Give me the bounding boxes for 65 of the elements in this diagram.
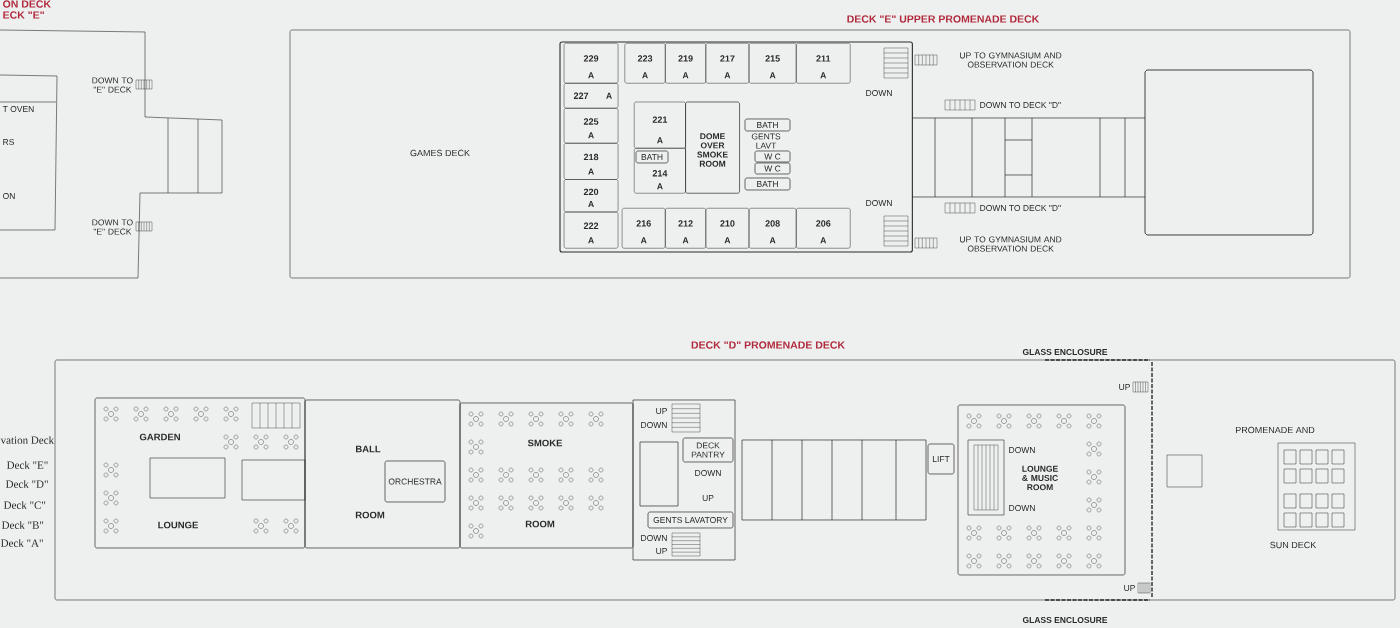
room-box: DECK PANTRY (682, 437, 734, 463)
cabin-box: 218 A (563, 143, 619, 180)
room-box: BATH (744, 177, 791, 191)
room-box: DOME OVER SMOKE ROOM (685, 101, 740, 194)
room-box: LIFT (927, 443, 955, 475)
room-box: ORCHESTRA (384, 460, 446, 503)
stair-label: UP (1119, 384, 1130, 390)
node-label: DECK "D" PROMENADE DECK (691, 341, 845, 349)
cabin-box: 208 A (748, 208, 797, 249)
room-box: W C (754, 162, 791, 175)
cabin-box: 219 A (665, 43, 707, 84)
cabin-box: 210 A (705, 208, 750, 249)
cabin-box: 225 A (563, 108, 619, 144)
stair-label: DOWN TO DECK "D" (980, 205, 1061, 211)
stair-label: DOWN (641, 535, 667, 541)
cabin-box: 215 A (748, 43, 797, 84)
cabin-box: 211 A (796, 43, 851, 84)
node-label: DECK "E" UPPER PROMENADE DECK (847, 15, 1040, 23)
room-label: RS (3, 139, 15, 145)
deck-list-item: Deck "A" (0, 539, 43, 547)
room-box: SMOKE ROOM (459, 402, 634, 549)
cabin-box: 229 A (563, 43, 619, 84)
cabin-box: 216 A (621, 208, 666, 249)
deck-list-item: Deck "E" (6, 461, 48, 469)
room-label: GENTS LAVT (751, 133, 781, 149)
open-deck-area: PROMENADE AND SUN DECK (1236, 426, 1317, 549)
deck-list-item: Deck "D" (5, 480, 48, 488)
deck-list-item: Deck "B" (1, 521, 44, 529)
deck-house-outline (559, 41, 913, 253)
stair-label: DOWN (1009, 505, 1035, 511)
cabin-box: 221 A (634, 101, 686, 149)
stair-label: DOWN (641, 422, 667, 428)
stair-label: UP TO GYMNASIUM AND OBSERVATION DECK (960, 236, 1062, 252)
stair-label: UP (1124, 585, 1135, 591)
room-box: GENTS LAVATORY (647, 511, 734, 529)
stair-label: DOWN TO DECK "D" (980, 102, 1061, 108)
cabin-box: 206 A (796, 208, 851, 249)
stair-label: UP (656, 408, 667, 414)
cabin-box: 222 A (563, 211, 619, 249)
enclosure-label: GLASS ENCLOSURE (1022, 349, 1108, 355)
stair-label: DOWN TO "E" DECK (92, 77, 133, 93)
room-box: GARDEN LOUNGE (94, 397, 306, 549)
deck-list-item: Deck "C" (3, 501, 46, 509)
deck-heading: ECK "E" (3, 11, 44, 19)
room-label: ON (3, 193, 15, 199)
stair-label: DOWN (866, 90, 892, 96)
stair-label: DOWN (695, 470, 721, 476)
deck-list-item: vation Deck (0, 436, 55, 444)
stair-label: UP (656, 548, 667, 554)
room-box: BATH (635, 150, 669, 164)
stair-label: UP TO GYMNASIUM AND OBSERVATION DECK (960, 52, 1062, 68)
enclosure-label: GLASS ENCLOSURE (1022, 617, 1108, 623)
cabin-box: 223 A (624, 43, 666, 84)
room-label: T OVEN (2, 106, 34, 112)
stair-label: DOWN (866, 200, 892, 206)
stair-label: DOWN (1009, 447, 1035, 453)
cabin-box: 227 A (563, 83, 619, 109)
cabin-box: 212 A (665, 208, 707, 249)
cabin-box: 217 A (705, 43, 750, 84)
room-box: BATH (744, 118, 791, 132)
cabin-box: 220 A (563, 179, 619, 213)
room-box: W C (754, 150, 791, 163)
stair-label: DOWN TO "E" DECK (92, 219, 133, 235)
stair-label: UP (702, 495, 714, 501)
deck-heading: ON DECK (3, 0, 51, 8)
